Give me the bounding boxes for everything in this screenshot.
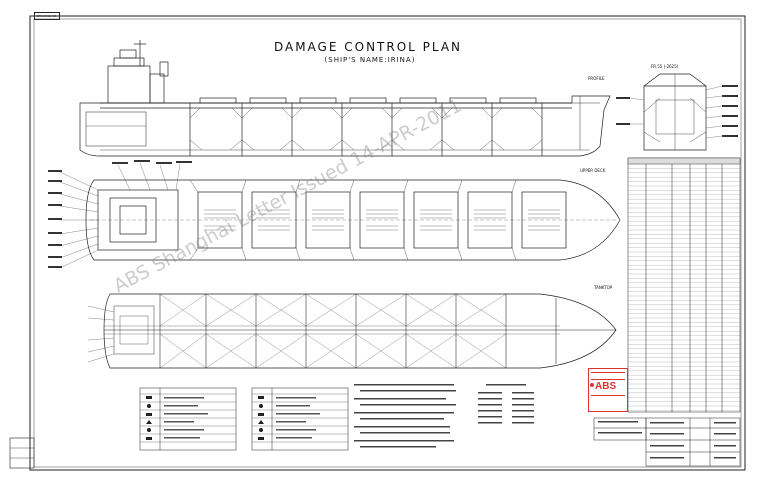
abs-approval-stamp: ABS: [588, 368, 628, 412]
legend-text-lines: [164, 397, 320, 439]
midship-section: [643, 73, 707, 151]
abs-logo-icon: [590, 383, 594, 387]
section-label: FR.55 (-2625): [651, 64, 679, 69]
upper-deck-view: [85, 179, 621, 261]
legend-table-2: [251, 387, 349, 451]
table-rows: [628, 163, 740, 411]
tanktop-callouts: [87, 305, 115, 363]
profile-view: [79, 40, 611, 157]
title-block-text: [598, 421, 736, 459]
callout-text-blocks: [48, 160, 192, 268]
left-margin-strip: [9, 437, 35, 469]
page-subtitle: (SHIP'S NAME:IRINA): [324, 56, 416, 64]
sheet-border: [29, 15, 746, 471]
section-callout-text: [616, 85, 738, 137]
legend-symbols: [146, 396, 264, 440]
section-callouts: [629, 85, 723, 139]
tanktop-label: TANKTOP: [594, 285, 613, 290]
draught-table: [478, 384, 534, 424]
page-title: DAMAGE CONTROL PLAN: [273, 40, 463, 54]
table-header-band: [627, 157, 741, 165]
upper-deck-label: UPPER DECK: [580, 168, 606, 173]
tank-capacity-table: [627, 157, 741, 413]
abs-logo-text: ABS: [595, 381, 617, 392]
profile-label: PROFILE: [588, 76, 605, 81]
tanktop-view: [103, 293, 617, 369]
notes-block: [354, 384, 456, 448]
sheet-inner-border: [33, 18, 742, 468]
upper-deck-callouts: [59, 162, 181, 269]
title-block: [593, 417, 741, 467]
legend-table-1: [139, 387, 237, 451]
